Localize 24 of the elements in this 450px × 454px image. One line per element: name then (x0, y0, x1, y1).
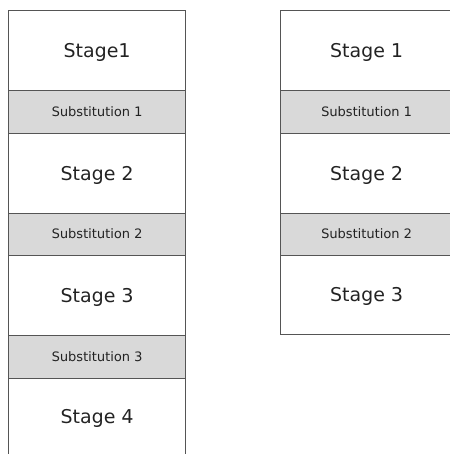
stage-box (280, 133, 450, 213)
substitution-band (280, 213, 450, 255)
stage-label: Stage 3 (330, 284, 404, 306)
stage-box (8, 133, 186, 213)
stage-box (8, 255, 186, 335)
substitution-band (8, 335, 186, 378)
stage-box (8, 378, 186, 454)
stage-label: Stage 2 (60, 162, 134, 184)
substitution-band (8, 90, 186, 133)
substitution-label: Substitution 3 (52, 350, 142, 364)
stage-box (280, 255, 450, 335)
substitution-label: Substitution 1 (52, 104, 142, 120)
substitution-band (8, 213, 186, 255)
stage-label: Stage 4 (60, 406, 134, 428)
substitution-band (280, 90, 450, 133)
stage-label: Stage1 (64, 40, 130, 62)
stage-label: Stage 3 (60, 284, 134, 306)
stage-box (8, 10, 186, 90)
stage-label: Stage 1 (330, 40, 404, 62)
stage-box (280, 10, 450, 90)
stage-label: Stage 2 (330, 162, 404, 184)
substitution-label: Substitution 1 (321, 104, 412, 120)
substitution-label: Substitution 2 (321, 227, 412, 242)
substitution-label: Substitution 2 (52, 227, 142, 242)
